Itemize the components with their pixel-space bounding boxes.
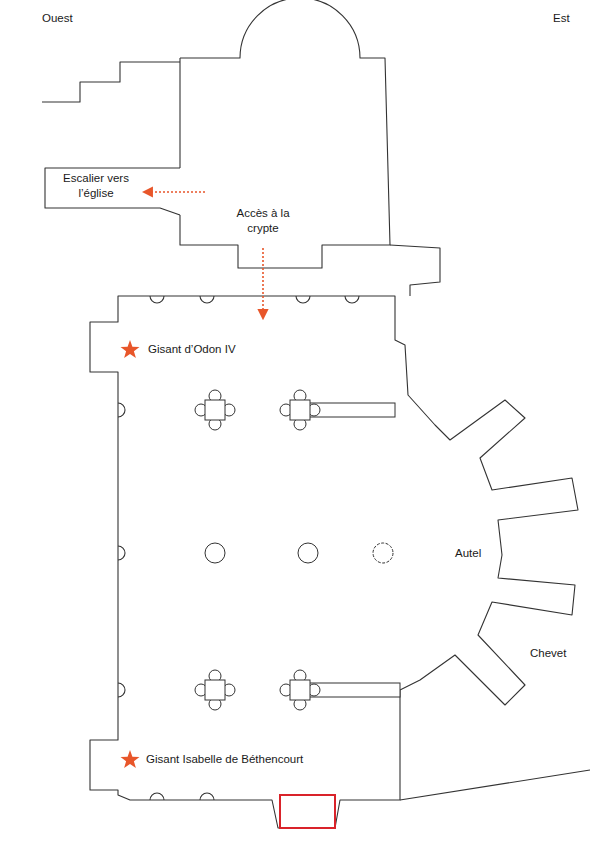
tomb-star [121,750,140,768]
upper-wall [179,58,180,168]
exterior-wall [400,770,590,800]
compass-label: Ouest [42,11,73,26]
wall-columns [150,793,214,800]
wall-columns [118,403,125,697]
tomb-star [121,340,140,358]
pier [195,670,235,710]
stair-label: Escalier vers l’église [53,171,139,201]
tomb-label: Gisant d’Odon IV [148,342,236,357]
west-annex [42,62,180,102]
direction-arrow [144,191,205,193]
column [205,543,225,563]
highlight-frame [280,795,335,828]
pier [280,670,320,710]
upper-building [180,0,390,268]
east-corridor [390,245,440,296]
walls [42,0,590,828]
access-label: Accès à la crypte [228,206,298,236]
crypt-outline [90,296,578,828]
column [373,543,393,563]
apse-label: Chevet [530,646,566,661]
altar-label: Autel [455,546,481,561]
pier [280,390,320,430]
direction-arrow [262,248,264,318]
tomb-label: Gisant Isabelle de Béthencourt [146,752,303,767]
column [298,543,318,563]
pier [195,390,235,430]
piers [195,390,400,710]
wall-columns [150,296,359,303]
compass-label: Est [553,11,570,26]
